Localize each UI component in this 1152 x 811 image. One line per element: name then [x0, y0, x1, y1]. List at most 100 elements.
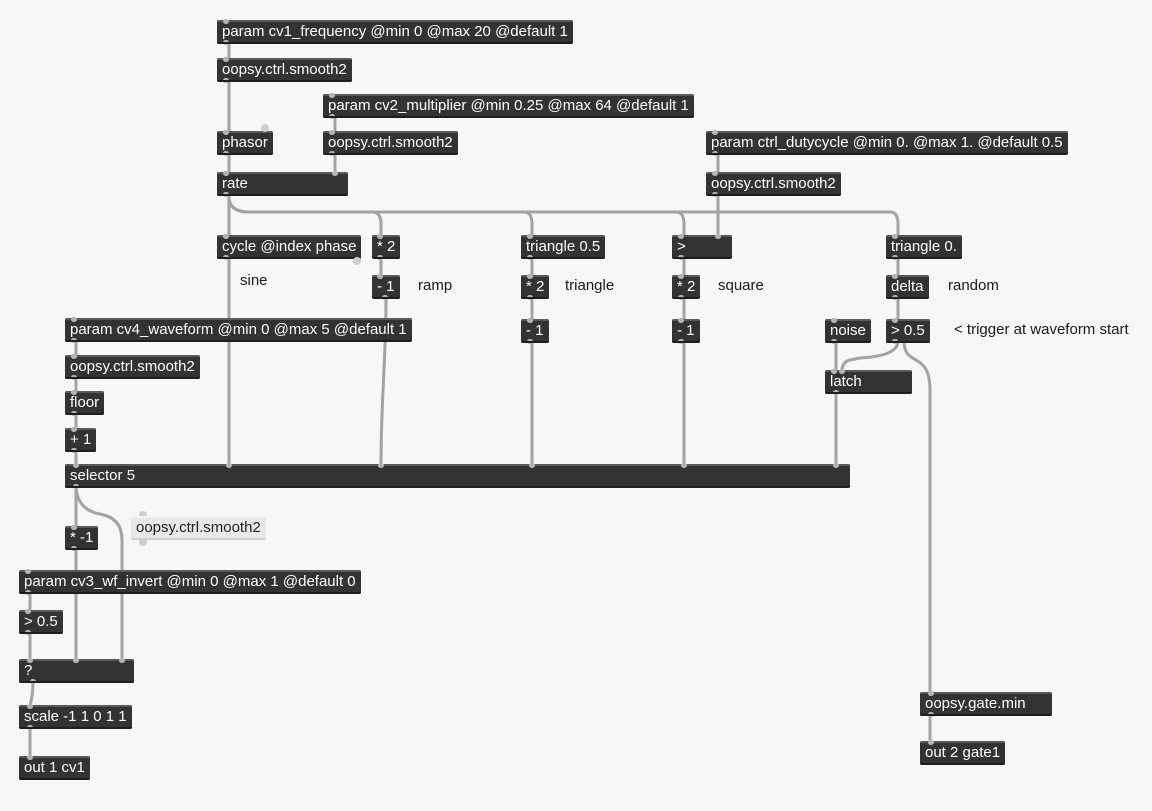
inlet[interactable] — [71, 525, 77, 530]
outlet[interactable] — [831, 339, 837, 344]
inlet[interactable] — [892, 234, 898, 239]
outlet[interactable] — [928, 712, 934, 717]
inlet[interactable] — [73, 658, 79, 663]
outlet[interactable] — [25, 630, 31, 635]
inlet[interactable] — [892, 274, 898, 279]
inlet[interactable] — [332, 171, 338, 176]
resize-handle[interactable] — [139, 538, 147, 546]
outlet[interactable] — [377, 255, 383, 260]
inlet[interactable] — [73, 463, 79, 468]
inlet[interactable] — [25, 609, 31, 614]
selector-object[interactable]: selector 5 — [65, 463, 850, 489]
inlet[interactable] — [223, 19, 229, 24]
inlet[interactable] — [527, 318, 533, 323]
outlet[interactable] — [223, 255, 229, 260]
inlet[interactable] — [25, 569, 31, 574]
outlet[interactable] — [892, 339, 898, 344]
inlet[interactable] — [678, 274, 684, 279]
greater-than-square-object[interactable]: > — [672, 234, 732, 260]
outlet[interactable] — [527, 295, 533, 300]
outlet[interactable] — [892, 255, 898, 260]
out-2-gate1-object[interactable]: out 2 gate1 — [920, 740, 1006, 765]
inlet[interactable] — [715, 234, 721, 239]
smooth-extra-object[interactable]: oopsy.ctrl.smooth2 — [131, 516, 266, 540]
outlet[interactable] — [71, 375, 77, 380]
inlet[interactable] — [71, 390, 77, 395]
inlet[interactable] — [839, 369, 845, 374]
inlet[interactable] — [527, 234, 533, 239]
inlet[interactable] — [928, 740, 934, 745]
outlet[interactable] — [223, 192, 229, 197]
inlet[interactable] — [27, 658, 33, 663]
inlet[interactable] — [223, 130, 229, 135]
inlet[interactable] — [678, 234, 684, 239]
smooth-duty-object[interactable]: oopsy.ctrl.smooth2 — [706, 171, 841, 197]
rate-object[interactable]: rate — [217, 171, 348, 197]
inlet[interactable] — [928, 691, 934, 696]
param-cv2-multiplier-object[interactable]: param cv2_multiplier @min 0.25 @max 64 @… — [323, 93, 694, 119]
outlet[interactable] — [25, 590, 31, 595]
inlet[interactable] — [329, 93, 335, 98]
inlet[interactable] — [527, 274, 533, 279]
outlet[interactable] — [223, 151, 229, 156]
outlet[interactable] — [71, 546, 77, 551]
greater-than-trigger-object[interactable]: > 0.5 — [886, 318, 930, 344]
subtract-1-square-object[interactable]: - 1 — [672, 318, 700, 344]
latch-object[interactable]: latch — [825, 369, 912, 395]
outlet[interactable] — [678, 255, 684, 260]
outlet[interactable] — [223, 78, 229, 83]
inlet[interactable] — [678, 318, 684, 323]
inlet[interactable] — [71, 317, 77, 322]
param-cv4-waveform-object[interactable]: param cv4_waveform @min 0 @max 5 @defaul… — [65, 317, 412, 343]
subtract-1-triangle-object[interactable]: - 1 — [521, 318, 549, 344]
inlet[interactable] — [377, 234, 383, 239]
switch-object[interactable]: ? — [19, 658, 134, 684]
inlet[interactable] — [712, 171, 718, 176]
inlet[interactable] — [27, 704, 33, 709]
inlet[interactable] — [226, 463, 232, 468]
inlet[interactable] — [529, 463, 535, 468]
outlet[interactable] — [712, 192, 718, 197]
multiply-2-triangle-object[interactable]: * 2 — [521, 274, 550, 300]
scale-object[interactable]: scale -1 1 0 1 1 — [19, 704, 132, 730]
resize-handle[interactable] — [139, 511, 147, 519]
smooth-cv2-object[interactable]: oopsy.ctrl.smooth2 — [323, 130, 458, 156]
subtract-1-ramp-object[interactable]: - 1 — [372, 274, 400, 300]
inlet[interactable] — [71, 354, 77, 359]
outlet[interactable] — [833, 390, 839, 395]
inlet[interactable] — [119, 658, 125, 663]
outlet[interactable] — [329, 151, 335, 156]
triangle-zero-object[interactable]: triangle 0. — [886, 234, 962, 260]
noise-object[interactable]: noise — [825, 318, 871, 344]
multiply-2-square-object[interactable]: * 2 — [672, 274, 701, 300]
outlet[interactable] — [382, 295, 388, 300]
outlet[interactable] — [71, 411, 77, 416]
inlet[interactable] — [831, 369, 837, 374]
outlet[interactable] — [678, 339, 684, 344]
resize-handle[interactable] — [353, 257, 361, 265]
inlet[interactable] — [833, 463, 839, 468]
outlet[interactable] — [71, 338, 77, 343]
inlet[interactable] — [831, 318, 837, 323]
smooth-cv1-object[interactable]: oopsy.ctrl.smooth2 — [217, 57, 352, 83]
inlet[interactable] — [223, 57, 229, 62]
multiply-neg1-object[interactable]: * -1 — [65, 525, 99, 551]
inlet[interactable] — [681, 463, 687, 468]
inlet[interactable] — [71, 427, 77, 432]
inlet[interactable] — [378, 463, 384, 468]
inlet[interactable] — [377, 274, 383, 279]
outlet[interactable] — [223, 40, 229, 45]
inlet[interactable] — [892, 318, 898, 323]
param-cv3-wf-invert-object[interactable]: param cv3_wf_invert @min 0 @max 1 @defau… — [19, 569, 361, 595]
greater-than-invert-object[interactable]: > 0.5 — [19, 609, 63, 635]
param-ctrl-dutycycle-object[interactable]: param ctrl_dutycycle @min 0. @max 1. @de… — [706, 130, 1068, 156]
inlet[interactable] — [712, 130, 718, 135]
outlet[interactable] — [27, 725, 33, 730]
delta-object[interactable]: delta — [886, 274, 929, 300]
param-cv1-frequency-object[interactable]: param cv1_frequency @min 0 @max 20 @defa… — [217, 19, 573, 45]
floor-object[interactable]: floor — [65, 390, 105, 416]
inlet[interactable] — [223, 171, 229, 176]
inlet[interactable] — [27, 755, 33, 760]
outlet[interactable] — [30, 679, 36, 684]
